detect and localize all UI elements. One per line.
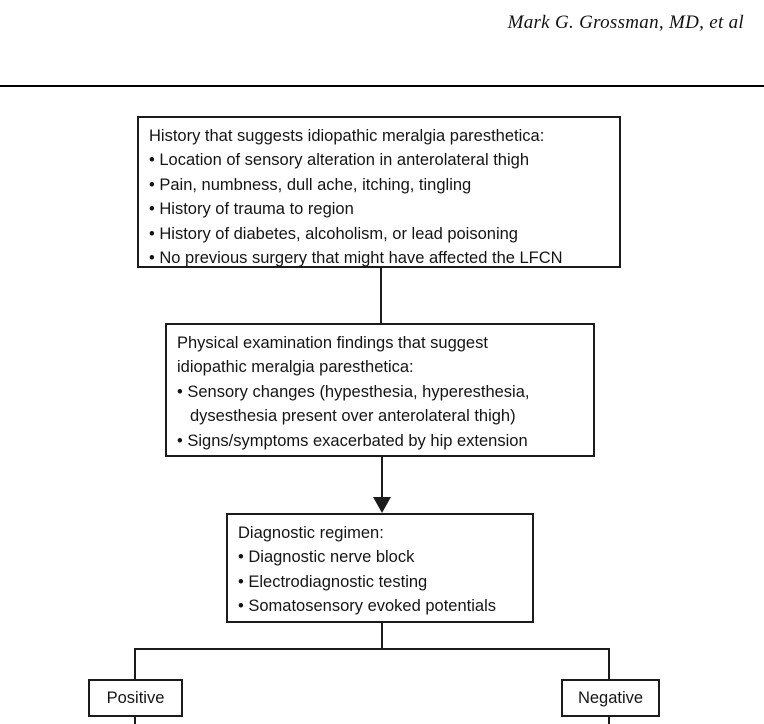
history-item-2: • Pain, numbness, dull ache, itching, ti… — [149, 175, 472, 194]
negative-label: Negative — [577, 688, 644, 707]
physical-title-line-2: idiopathic meralgia paresthetica: — [177, 358, 414, 377]
flow-node-history: History that suggests idiopathic meralgi… — [137, 116, 621, 268]
diagnostic-item-2: • Electrodiagnostic testing — [238, 572, 428, 591]
history-item-5: • No previous surgery that might have af… — [149, 249, 563, 268]
connector-split-bar — [134, 648, 610, 650]
connector-positive-downstream — [134, 716, 136, 724]
physical-item-1: • Sensory changes (hypesthesia, hyperest… — [177, 382, 530, 401]
connector-split-to-positive — [134, 648, 136, 680]
diagnostic-item-3: • Somatosensory evoked potentials — [238, 597, 497, 616]
history-item-1: • Location of sensory alteration in ante… — [149, 151, 530, 170]
positive-label: Positive — [106, 688, 165, 707]
history-item-3: • History of trauma to region — [149, 200, 354, 219]
flow-node-positive: Positive — [88, 679, 183, 717]
diagnostic-title: Diagnostic regimen: — [238, 524, 384, 542]
header-divider — [0, 85, 764, 87]
connector-physical-to-diagnostic — [381, 456, 383, 502]
diagnostic-item-1: • Diagnostic nerve block — [238, 548, 415, 567]
history-item-4: • History of diabetes, alcoholism, or le… — [149, 224, 518, 243]
physical-item-2: • Signs/symptoms exacerbated by hip exte… — [177, 431, 528, 450]
physical-title-line-1: Physical examination findings that sugge… — [177, 334, 488, 352]
flow-node-diagnostic-regimen: Diagnostic regimen: • Diagnostic nerve b… — [226, 513, 534, 623]
connector-diagnostic-to-split — [381, 621, 383, 649]
physical-item-1-continued: dysesthesia present over anterolateral t… — [190, 407, 516, 426]
history-title: History that suggests idiopathic meralgi… — [149, 127, 545, 145]
running-head: Mark G. Grossman, MD, et al — [507, 12, 744, 33]
flow-node-physical-examination: Physical examination findings that sugge… — [165, 323, 595, 457]
connector-negative-downstream — [608, 716, 610, 724]
arrowhead-down-icon — [373, 497, 391, 513]
connector-history-to-physical — [380, 267, 382, 324]
connector-split-to-negative — [608, 648, 610, 680]
flow-node-negative: Negative — [561, 679, 660, 717]
